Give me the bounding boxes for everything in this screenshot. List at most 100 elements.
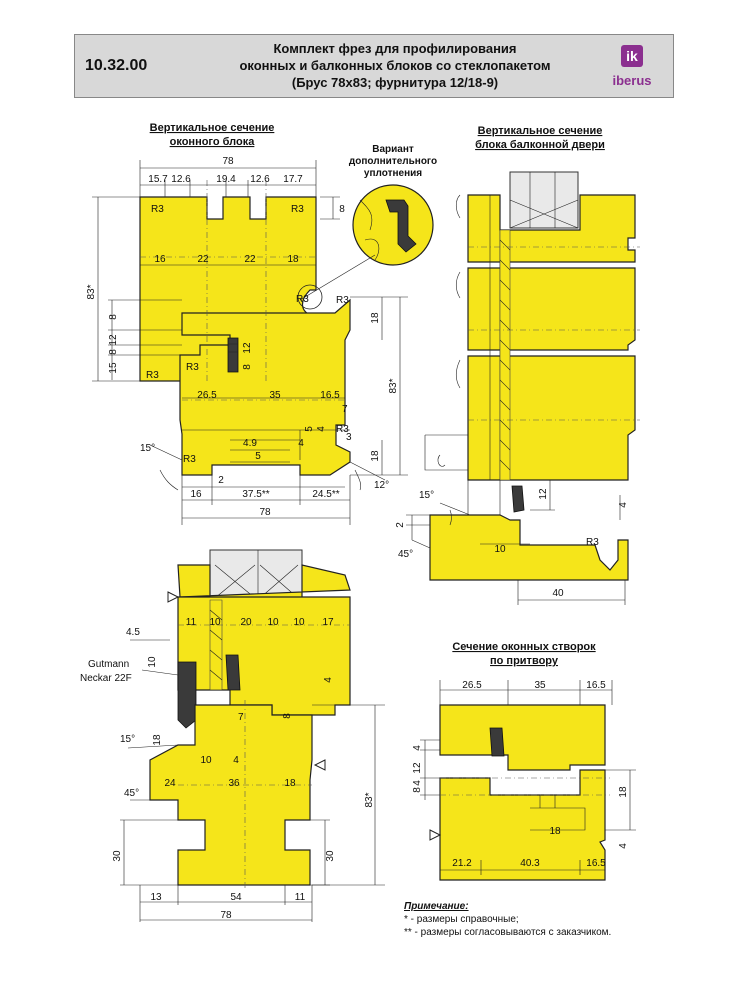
sash-right-18: 18 <box>618 786 629 798</box>
s3-dim-4: 4 <box>323 677 334 683</box>
dim-side-3: 15 <box>108 362 119 374</box>
dim-top-2: 19.4 <box>216 174 236 185</box>
door-dim-12: 12 <box>538 488 549 500</box>
s3-bottom-total: 78 <box>220 910 232 921</box>
note-title: Примечание: <box>404 901 469 912</box>
door-dim-10: 10 <box>494 544 506 555</box>
header-panel: 10.32.00 Комплект фрез для профилировани… <box>74 34 674 98</box>
title-line-2: оконных и балконных блоков со стеклопаке… <box>239 58 551 73</box>
dim-top-4: 17.7 <box>283 174 303 185</box>
note-line-1: * - размеры справочные; <box>404 914 519 925</box>
variant-label-2: дополнительного <box>349 156 437 167</box>
title-line-1: Комплект фрез для профилирования <box>273 41 517 56</box>
door-dim-4: 4 <box>618 502 629 508</box>
s3-bottom-1: 54 <box>230 892 242 903</box>
sash-bottom-2: 16.5 <box>586 858 606 869</box>
sash-right-4: 4 <box>618 843 629 849</box>
s3-dim-4-5: 4.5 <box>126 627 140 638</box>
variant-label-3: уплотнения <box>364 168 422 179</box>
sash-bottom-0: 21.2 <box>452 858 472 869</box>
logo-text: iberus <box>612 73 651 88</box>
s3-angle-45: 45° <box>124 788 139 799</box>
sash-section-title-1: Сечение оконных створок <box>452 641 596 653</box>
variant-label-1: Вариант <box>372 144 414 155</box>
s3-top-2: 20 <box>240 617 252 628</box>
s3-dim-83: 83* <box>364 792 375 807</box>
s3-top-1: 10 <box>209 617 221 628</box>
door-section-title-2: блока балконной двери <box>475 139 605 151</box>
door-gasket <box>511 485 525 513</box>
window-section-title-1: Вертикальное сечение <box>150 122 275 134</box>
dim-inner-1: 35 <box>269 390 281 401</box>
r-label-5: R3 <box>336 424 349 435</box>
angle-15-window: 15° <box>140 443 155 454</box>
r-label-6: R3 <box>183 454 196 465</box>
door-angle-45: 45° <box>398 549 413 560</box>
dim-small-5: 3 <box>346 432 352 443</box>
variant-gasket <box>385 199 417 253</box>
dim-small-1: 8 <box>242 364 253 370</box>
dim-right-18a: 18 <box>370 312 381 324</box>
sash-top-piece <box>439 704 606 771</box>
note-line-2: ** - размеры согласовываются с заказчико… <box>404 927 612 938</box>
r-label-2: R3 <box>336 295 349 306</box>
s3-bottom-2: 11 <box>295 892 306 903</box>
angle-12-window: 12° <box>374 480 389 491</box>
r-label-1: R3 <box>291 204 304 215</box>
s3-mid-1: 36 <box>228 778 240 789</box>
dim-side-0: 8 <box>108 314 119 320</box>
s3-dim-7: 7 <box>238 712 244 723</box>
s3-dim-10: 10 <box>147 656 158 668</box>
dim-mid-1: 22 <box>197 254 209 265</box>
sash-bottom-1: 40.3 <box>520 858 540 869</box>
s3-dim-8: 8 <box>282 713 293 719</box>
dim-mid-0: 16 <box>154 254 166 265</box>
dim-top-0: 15.7 <box>148 174 168 185</box>
s3-dim-30b: 30 <box>325 850 336 862</box>
sash-left-1: 12 <box>412 762 423 774</box>
variant-detail-circle <box>352 184 434 266</box>
sash-top-1: 35 <box>534 680 546 691</box>
dim-inner-2: 16.5 <box>320 390 340 401</box>
dim-bottom-total: 78 <box>259 507 271 518</box>
dim-bottom-2: 24.5** <box>312 489 339 500</box>
dim-small-0: 12 <box>242 342 253 354</box>
s3-dim-10b: 10 <box>200 755 212 766</box>
note-block: Примечание: * - размеры справочные; ** -… <box>404 900 611 939</box>
dim-right-8: 8 <box>339 204 345 215</box>
s3-dim-18: 18 <box>152 734 163 746</box>
dim-right-18b: 18 <box>370 450 381 462</box>
logo-mark: ik <box>626 48 638 64</box>
dim-small-8: 4 <box>298 438 304 449</box>
sill-frame <box>149 704 313 886</box>
dim-small-6: 4.9 <box>243 438 257 449</box>
sash-inner-18: 18 <box>549 826 561 837</box>
r-label-3: R3 <box>186 362 199 373</box>
sash-left-0: 4 <box>412 745 423 751</box>
dim-top-3: 12.6 <box>250 174 270 185</box>
sash-upper-frame <box>177 564 351 601</box>
door-dim-40: 40 <box>552 588 564 599</box>
dim-83-left: 83* <box>86 284 97 299</box>
s3-top-4: 10 <box>293 617 305 628</box>
s3-top-0: 11 <box>186 617 197 628</box>
sash-left-3: 8 <box>412 787 423 793</box>
dim-83-right: 83* <box>388 378 399 393</box>
gutmann-label-1: Gutmann <box>88 659 129 670</box>
dim-top-1: 12.6 <box>171 174 191 185</box>
dim-inner-0: 26.5 <box>197 390 217 401</box>
dim-side-1: 12 <box>108 334 119 346</box>
gutmann-label-2: Neckar 22F <box>80 673 132 684</box>
sash-top-2: 16.5 <box>586 680 606 691</box>
gutmann-profile <box>177 661 197 729</box>
door-glass-unit <box>509 171 579 229</box>
dim-bottom-1: 37.5** <box>242 489 269 500</box>
dim-bottom-0: 16 <box>190 489 202 500</box>
s3-dim-30a: 30 <box>112 850 123 862</box>
r-label-4: R3 <box>146 370 159 381</box>
dim-small-3: 5 <box>304 426 315 432</box>
dim-small-2: 7 <box>342 404 348 415</box>
s3-top-5: 17 <box>322 617 334 628</box>
door-section-title-1: Вертикальное сечение <box>478 125 603 137</box>
